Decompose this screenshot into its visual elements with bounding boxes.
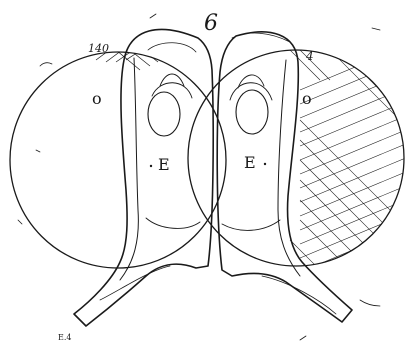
left-sphere [10,14,226,276]
label-left-rim: 140 [88,42,109,55]
dot-right [264,163,266,165]
label-bottom-left: E.4 [58,333,71,342]
label-right-rim: 4 [305,49,314,63]
right-eye-circle [236,90,268,134]
label-left-lobe: E [158,155,170,174]
right-lobe [217,32,352,322]
label-top: 6 [204,11,218,36]
left-lobe [74,29,213,326]
dot-left [150,165,152,167]
label-right-circle: o [302,89,312,108]
left-eye-circle [148,92,180,136]
label-left-circle: o [92,89,102,108]
label-right-lobe: E [244,153,256,172]
